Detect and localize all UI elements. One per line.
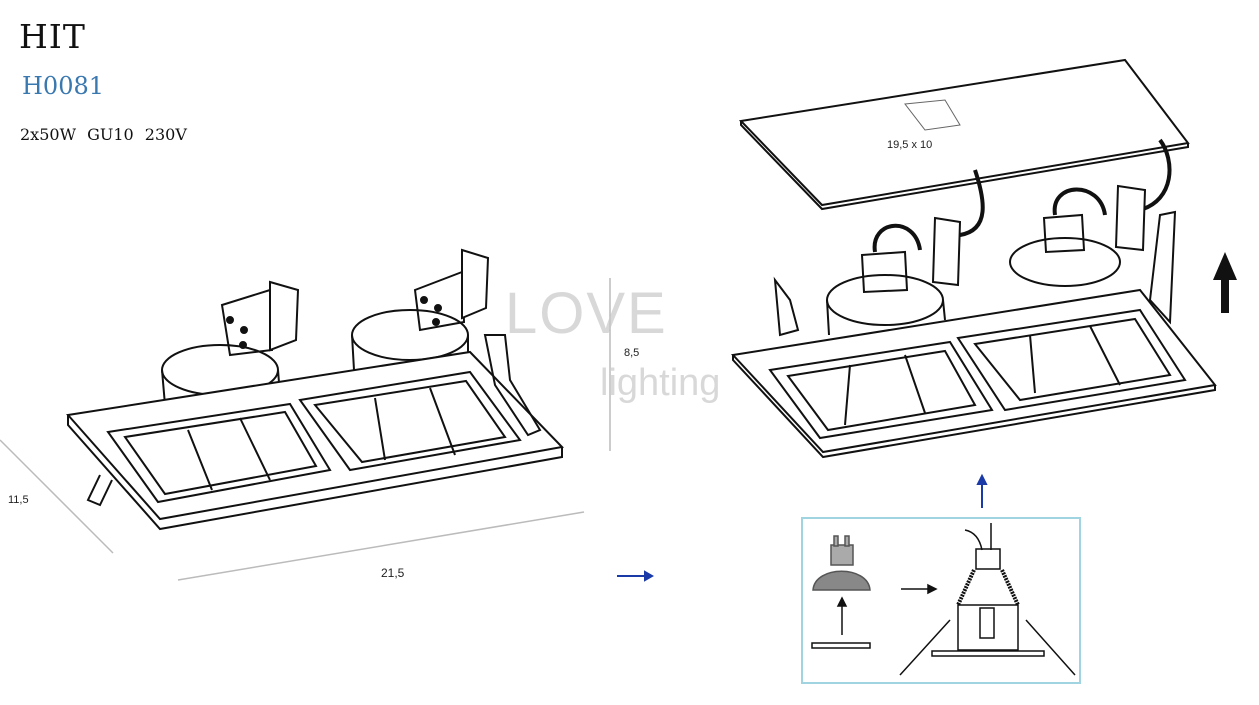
ceiling-plate	[738, 58, 1190, 207]
bulb-install-inset	[801, 517, 1081, 684]
product-spec: 2x50W GU10 230V	[20, 125, 187, 144]
watermark-love: LOVE	[505, 281, 668, 346]
width-dimension: 21,5	[381, 566, 405, 580]
black-arrow-up	[1213, 252, 1237, 313]
blue-arrow-right	[617, 570, 655, 582]
height-dimension: 8,5	[624, 347, 640, 359]
product-name: HIT	[19, 17, 86, 56]
fixture-right-view	[730, 58, 1217, 459]
dimension-lines	[0, 278, 611, 581]
blue-arrow-up	[976, 473, 988, 508]
product-code: H0081	[22, 72, 105, 100]
cutout-dimension: 19,5 x 10	[887, 139, 933, 151]
watermark-lighting: lighting	[600, 362, 721, 404]
fixture-left-view	[66, 248, 565, 531]
depth-dimension: 11,5	[8, 494, 29, 506]
